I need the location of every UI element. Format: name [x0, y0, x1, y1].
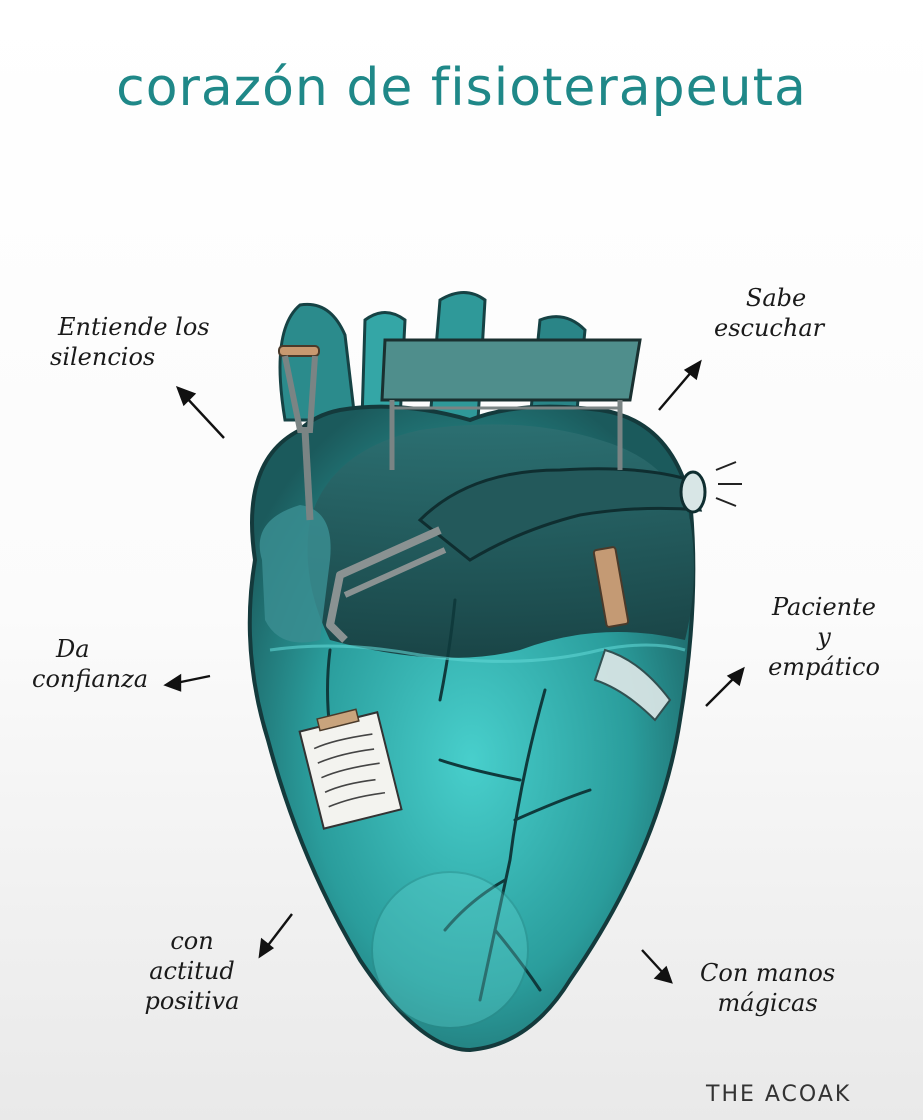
label-actitud-positiva: con actitud positiva [144, 927, 240, 1015]
credit-signature: THE ACOAK [706, 1082, 852, 1107]
label-da-confianza: Da confianza [32, 635, 149, 693]
walker-icon [326, 526, 442, 643]
bandage-icon [593, 648, 672, 722]
label-paciente-empatico: Paciente y empático [768, 593, 880, 681]
label-entiende-silencios: Entiende los silencios [50, 313, 210, 371]
annotation-arrows [163, 359, 745, 984]
label-manos-magicas: Con manos mágicas [700, 959, 836, 1017]
page-title: corazón de fisioterapeuta [116, 58, 807, 118]
label-sabe-escuchar: Sabe escuchar [714, 284, 825, 342]
reflex-hammer-icon [592, 546, 630, 628]
crutch-icon [278, 345, 320, 521]
treatment-table-icon [380, 338, 642, 470]
clipboard-note-icon [298, 708, 403, 830]
bubble [371, 871, 529, 1029]
sound-lines-icon [715, 461, 742, 507]
coronary-arteries [326, 598, 592, 1002]
